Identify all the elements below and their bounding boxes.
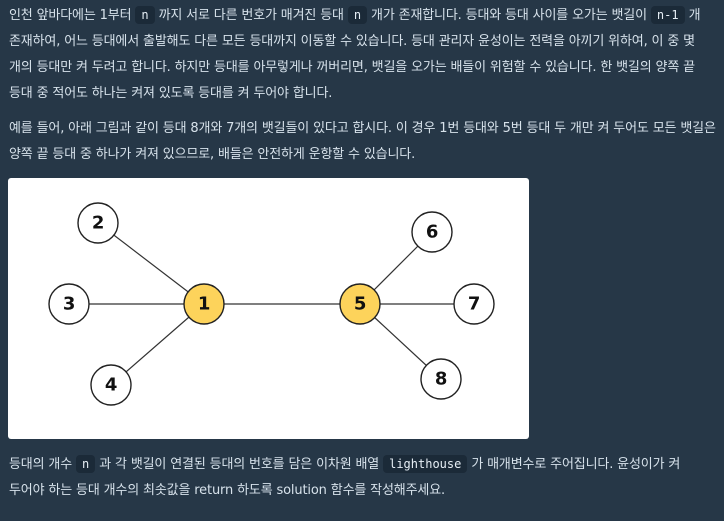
inline-code-n: n xyxy=(76,455,96,473)
lighthouse-node-7: 7 xyxy=(453,283,495,325)
text: 과 각 뱃길이 연결된 등대의 번호를 담은 이차원 배열 xyxy=(95,457,384,472)
problem-paragraph-1: 인천 앞바다에는 1부터 n 까지 서로 다른 번호가 매겨진 등대 n 개가 … xyxy=(9,2,717,107)
edge-1-2 xyxy=(97,222,205,305)
inline-code-n: n xyxy=(135,6,155,24)
node-label: 6 xyxy=(426,222,438,243)
node-label: 4 xyxy=(105,375,117,396)
node-circle xyxy=(411,211,453,253)
text: 개 존재하여, 어느 등대에서 출발해도 다른 모든 등대까지 이동할 수 있습… xyxy=(9,8,701,101)
node-circle xyxy=(90,364,132,406)
lighthouse-node-5: 5 xyxy=(339,283,381,325)
node-label: 5 xyxy=(354,294,366,315)
text: 개가 존재합니다. 등대와 등대 사이를 오가는 뱃길이 xyxy=(367,8,651,23)
lighthouse-node-6: 6 xyxy=(411,211,453,253)
node-circle xyxy=(453,283,495,325)
inline-code-n-minus-1: n-1 xyxy=(650,6,685,24)
node-circle xyxy=(183,283,225,325)
node-circle xyxy=(77,202,119,244)
text: 등대의 개수 xyxy=(9,457,77,472)
text: 가 매개변수로 주어집니다. 윤성이가 켜 두어야 하는 등대 개수의 최솟값을… xyxy=(9,457,681,498)
node-circle xyxy=(48,283,90,325)
lighthouse-node-8: 8 xyxy=(420,358,462,400)
problem-paragraph-3: 등대의 개수 n 과 각 뱃길이 연결된 등대의 번호를 담은 이차원 배열 l… xyxy=(9,451,717,504)
node-label: 2 xyxy=(92,213,104,234)
node-label: 8 xyxy=(435,369,447,390)
lighthouse-graph-figure: 2 3 4 1 5 6 7 xyxy=(8,178,529,439)
node-circle xyxy=(339,283,381,325)
inline-code-n: n xyxy=(347,6,368,24)
node-label: 3 xyxy=(63,294,75,315)
lighthouse-graph: 2 3 4 1 5 6 7 xyxy=(48,202,495,406)
node-label: 7 xyxy=(468,294,480,315)
problem-paragraph-2: 예를 들어, 아래 그림과 같이 등대 8개와 7개의 뱃길들이 있다고 합시다… xyxy=(9,121,716,162)
lighthouse-node-1: 1 xyxy=(183,283,225,325)
text: 까지 서로 다른 번호가 매겨진 등대 xyxy=(154,8,348,23)
lighthouse-node-3: 3 xyxy=(48,283,90,325)
text: 인천 앞바다에는 1부터 xyxy=(9,8,136,23)
node-label: 1 xyxy=(198,294,210,315)
inline-code-lighthouse: lighthouse xyxy=(383,455,468,473)
lighthouse-node-4: 4 xyxy=(90,364,132,406)
node-circle xyxy=(420,358,462,400)
lighthouse-node-2: 2 xyxy=(77,202,119,244)
